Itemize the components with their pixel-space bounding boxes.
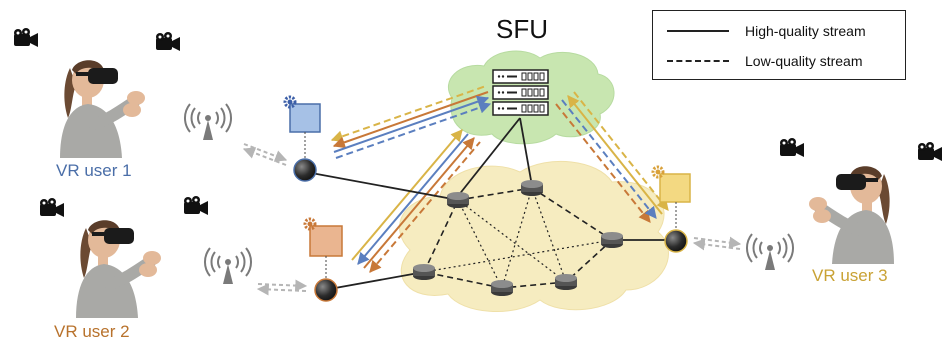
sfu-title: SFU <box>496 14 548 44</box>
wireless-links <box>242 143 742 296</box>
gear-icon <box>651 165 665 179</box>
solid-line-swatch <box>667 30 729 32</box>
network-links <box>305 117 676 291</box>
vr-user-1-figure <box>60 60 145 158</box>
legend-low-quality-label: Low-quality stream <box>745 53 863 69</box>
vr-user-2-figure <box>76 220 161 318</box>
legend-high-quality-label: High-quality stream <box>745 23 866 39</box>
gear-icon <box>283 95 297 109</box>
stream-arrows <box>330 85 669 273</box>
access-node-user3 <box>651 165 691 253</box>
access-node-user1 <box>283 95 321 182</box>
legend-high-quality: High-quality stream <box>667 21 866 41</box>
server-icon <box>492 69 549 116</box>
access-node-user2 <box>303 217 343 302</box>
vr-user-3-figure <box>809 166 894 264</box>
vr-user-2-label: VR user 2 <box>54 322 130 341</box>
gear-icon <box>303 217 317 231</box>
vr-user-3-label: VR user 3 <box>812 266 888 285</box>
vr-user-1-label: VR user 1 <box>56 161 132 180</box>
legend-low-quality: Low-quality stream <box>667 51 863 71</box>
dashed-line-swatch <box>667 60 729 62</box>
legend: High-quality stream Low-quality stream <box>652 10 906 80</box>
